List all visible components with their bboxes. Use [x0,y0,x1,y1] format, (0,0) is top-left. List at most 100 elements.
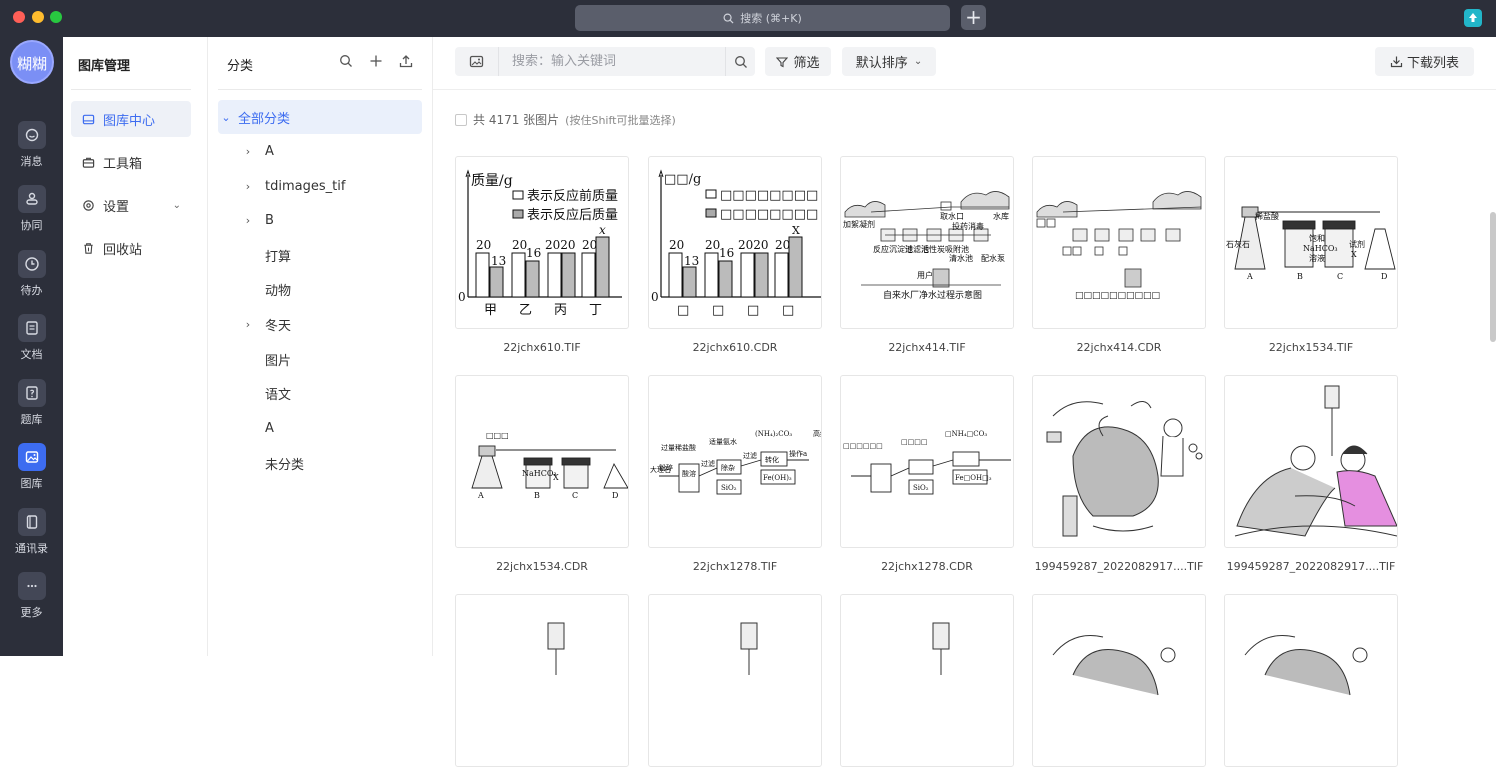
image-card[interactable]: 199459287_2022082917....TIF [1224,375,1398,573]
nav-item-gallery-center[interactable]: 图库中心 [71,101,191,137]
nav-item-settings[interactable]: 设置 ⌄ [71,187,191,223]
svg-text:□□□□: □□□□ [901,438,927,446]
rail-label: 通讯录 [15,542,48,555]
chevron-right-icon[interactable]: › [245,144,251,158]
image-thumbnail[interactable]: 质量/g 表示反应前质量 表示反应后质量 20 13 20 [455,156,629,329]
upload-button[interactable] [1464,9,1482,27]
image-thumbnail[interactable] [840,594,1014,767]
chevron-right-icon[interactable]: › [245,213,251,227]
rail-item-more[interactable]: 更多 [0,572,63,632]
image-card[interactable] [455,594,629,767]
image-thumbnail[interactable] [1224,594,1398,767]
nav-item-toolbox[interactable]: 工具箱 [71,144,191,180]
tree-item-a[interactable]: › A [218,134,422,168]
new-tab-button[interactable]: + [961,5,986,30]
image-card[interactable]: □□□□□□□□□□ 22jchx414.CDR [1032,156,1206,354]
tree-item-yuwen[interactable]: 语文 [218,376,422,410]
tree-label: A [265,420,274,436]
image-thumbnail[interactable]: □□/g □□□□□□□□ □□□□□□□□ 20 13 20 [648,156,822,329]
rail-item-contacts[interactable]: 通讯录 [0,508,63,568]
chevron-down-icon[interactable]: ⌄ [221,110,231,124]
chevron-down-icon[interactable]: ⌄ [172,199,181,211]
filter-button[interactable]: 筛选 [765,47,831,76]
chevron-right-icon[interactable]: › [245,179,251,193]
svg-text:饱和: 饱和 [1309,233,1325,243]
tree-root-all[interactable]: ⌄ 全部分类 [218,100,422,134]
tree-item-a2[interactable]: A [218,411,422,445]
rail-item-question-bank[interactable]: 题库 [0,379,63,439]
maximize-window-button[interactable] [50,11,62,23]
search-input[interactable] [499,47,725,76]
tree-item-dongtian[interactable]: › 冬天 [218,307,422,341]
image-thumbnail[interactable] [455,594,629,767]
image-card[interactable]: □□/g □□□□□□□□ □□□□□□□□ 20 13 20 [648,156,822,354]
rail-item-collab[interactable]: 协同 [0,185,63,245]
nav-item-recycle-bin[interactable]: 回收站 [71,230,191,266]
image-card[interactable] [1032,594,1206,767]
svg-text:过量稀盐酸: 过量稀盐酸 [661,443,696,452]
image-thumbnail[interactable] [1224,375,1398,548]
image-card[interactable]: (NH₄)₂CO₃ 过量稀盐酸 适量氨水 大理石 粉碎 酸溶 过滤 除杂 过滤 … [648,375,822,573]
question-bank-icon [17,379,46,407]
search-submit-button[interactable] [725,47,755,76]
image-card[interactable]: 199459287_2022082917....TIF [1032,375,1206,573]
image-thumbnail[interactable]: □□□ A B C D NaHCO₃ X [455,375,629,548]
image-thumbnail[interactable] [1032,594,1206,767]
image-card[interactable]: □□□ A B C D NaHCO₃ X 22jchx1534.CDR [455,375,629,573]
image-thumbnail[interactable] [1032,375,1206,548]
image-filename: 22jchx1534.TIF [1268,341,1354,354]
tree-item-b[interactable]: › B [218,203,422,237]
download-list-button[interactable]: 下载列表 [1375,47,1474,76]
tree-item-dasuan[interactable]: 打算 [218,238,422,272]
chevron-down-icon: ⌄ [913,56,923,67]
sort-dropdown[interactable]: 默认排序 ⌄ [842,47,936,76]
upload-icon [1469,13,1477,22]
svg-text:酸溶: 酸溶 [682,469,696,478]
rail-item-message[interactable]: 消息 [0,121,63,181]
tree-item-uncategorized[interactable]: 未分类 [218,446,422,480]
image-card[interactable] [840,594,1014,767]
rail-item-todo[interactable]: 待办 [0,250,63,310]
tree-label: 打算 [265,249,292,265]
trash-icon [84,242,93,254]
plus-icon: + [965,5,982,29]
image-card[interactable] [648,594,822,767]
image-filename: 22jchx1534.CDR [496,560,588,573]
svg-text:X: X [1351,250,1357,259]
image-thumbnail[interactable]: (NH₄)₂CO₃ 过量稀盐酸 适量氨水 大理石 粉碎 酸溶 过滤 除杂 过滤 … [648,375,822,548]
image-card[interactable]: 取水口 水库 投药消毒 加絮凝剂 反应沉淀池 过滤池 活性炭吸附池 清水池 配水… [840,156,1014,354]
rail-item-gallery[interactable]: 图库 [0,443,63,503]
vertical-scrollbar[interactable] [1490,212,1496,342]
upload-icon[interactable] [398,53,414,69]
select-all-checkbox[interactable] [455,113,467,126]
svg-text:反应沉淀池: 反应沉淀池 [873,244,913,254]
tree-item-tupian[interactable]: 图片 [218,342,422,376]
image-thumbnail[interactable]: □NH₄□CO₃ SiO₂ Fe□OH□₃ □□□□□□ □□□□ [840,375,1014,548]
avatar[interactable]: 糊糊 [10,40,54,84]
image-thumbnail[interactable]: □□□□□□□□□□ [1032,156,1206,329]
global-search-bar[interactable]: 搜索 (⌘+K) [575,5,950,31]
search-icon[interactable] [338,53,354,69]
svg-text:过滤池: 过滤池 [905,244,929,254]
minimize-window-button[interactable] [32,11,44,23]
svg-text:石灰石: 石灰石 [1226,239,1250,249]
image-card[interactable]: 稀盐酸 石灰石 饱和 NaHCO₃ 溶液 试剂 X A B C D 22jchx… [1224,156,1398,354]
image-card[interactable] [1224,594,1398,767]
svg-text:过滤: 过滤 [743,451,757,460]
image-thumbnail[interactable]: 取水口 水库 投药消毒 加絮凝剂 反应沉淀池 过滤池 活性炭吸附池 清水池 配水… [840,156,1014,329]
tree-item-tdimages[interactable]: › tdimages_tif [218,169,422,203]
svg-text:试剂: 试剂 [1349,239,1365,249]
image-search-button[interactable] [455,47,499,76]
tree-label: 语文 [265,387,292,403]
chevron-right-icon[interactable]: › [245,317,251,331]
image-card[interactable]: 质量/g 表示反应前质量 表示反应后质量 20 13 20 [455,156,629,354]
add-category-icon[interactable] [368,53,384,69]
tree-item-dongwu[interactable]: 动物 [218,272,422,306]
svg-text:投药消毒: 投药消毒 [952,221,984,231]
rail-item-docs[interactable]: 文档 [0,314,63,374]
message-icon [17,121,46,149]
image-thumbnail[interactable] [648,594,822,767]
image-card[interactable]: □NH₄□CO₃ SiO₂ Fe□OH□₃ □□□□□□ □□□□ 22jchx… [840,375,1014,573]
close-window-button[interactable] [13,11,25,23]
image-thumbnail[interactable]: 稀盐酸 石灰石 饱和 NaHCO₃ 溶液 试剂 X A B C D [1224,156,1398,329]
